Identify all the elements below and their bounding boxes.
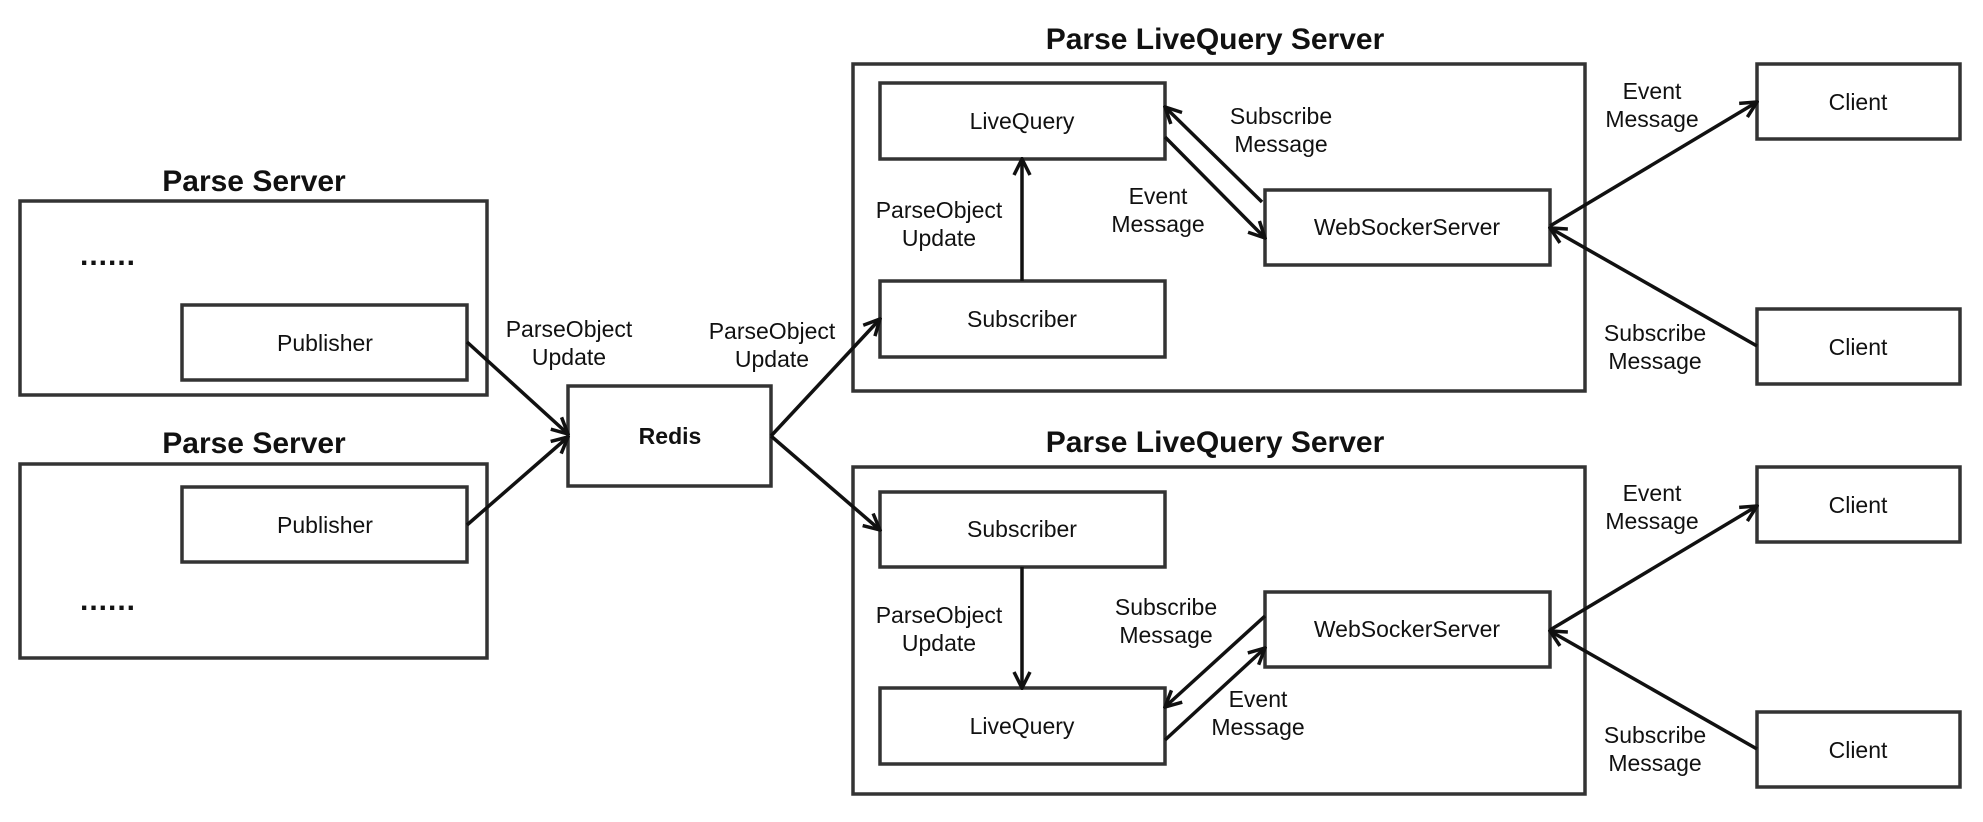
svg-text:Message: Message bbox=[1119, 622, 1212, 648]
websocket-server-1-label: WebSockerServer bbox=[1314, 214, 1501, 240]
parse-server-2: Parse Server Publisher ...... bbox=[18, 427, 489, 660]
parse-server-1-title: Parse Server bbox=[162, 165, 346, 198]
subscriber-2-label: Subscriber bbox=[967, 516, 1077, 542]
parse-server-1-frame bbox=[18, 199, 489, 397]
label-s1-client1-event: Event Message bbox=[1605, 78, 1698, 132]
livequery-server-2-frame bbox=[851, 465, 1587, 796]
publisher-2: Publisher bbox=[180, 485, 469, 564]
svg-text:Subscribe: Subscribe bbox=[1115, 594, 1217, 620]
arrow-client-2-to-websocket-1 bbox=[1550, 228, 1758, 348]
label-s1-event-message: Event Message bbox=[1111, 183, 1204, 237]
parse-server-1: Parse Server ...... Publisher bbox=[18, 165, 489, 397]
svg-text:ParseObject: ParseObject bbox=[876, 197, 1003, 223]
label-s2-client3-event: Event Message bbox=[1605, 480, 1698, 534]
livequery-server-1-frame bbox=[851, 62, 1587, 393]
livequery-1: LiveQuery bbox=[878, 81, 1167, 161]
client-1: Client bbox=[1755, 62, 1962, 141]
label-publisher-to-redis: ParseObject Update bbox=[506, 316, 633, 370]
svg-text:ParseObject: ParseObject bbox=[876, 602, 1003, 628]
client-1-label: Client bbox=[1829, 89, 1888, 115]
svg-text:Subscribe: Subscribe bbox=[1604, 722, 1706, 748]
client-2-box bbox=[1755, 307, 1962, 386]
arrow-publisher-1-to-redis bbox=[465, 340, 568, 434]
arrow-livequery-2-to-websocket-2 bbox=[1163, 648, 1265, 742]
label-s1-client2-subscribe: Subscribe Message bbox=[1604, 320, 1706, 374]
client-2-label: Client bbox=[1829, 334, 1888, 360]
livequery-2-label: LiveQuery bbox=[970, 713, 1075, 739]
svg-text:ParseObject: ParseObject bbox=[709, 318, 836, 344]
client-4-box bbox=[1755, 710, 1962, 789]
livequery-server-2-title: Parse LiveQuery Server bbox=[1046, 426, 1385, 459]
livequery-server-1-title: Parse LiveQuery Server bbox=[1046, 23, 1385, 56]
svg-text:Update: Update bbox=[902, 225, 976, 251]
websocket-server-2-label: WebSockerServer bbox=[1314, 616, 1501, 642]
svg-text:Event: Event bbox=[1623, 78, 1682, 104]
publisher-2-label: Publisher bbox=[277, 512, 373, 538]
label-s2-event-message: Event Message bbox=[1211, 686, 1304, 740]
svg-text:Update: Update bbox=[735, 346, 809, 372]
svg-text:Update: Update bbox=[532, 344, 606, 370]
arrow-redis-to-subscriber-1 bbox=[769, 319, 880, 438]
svg-text:Message: Message bbox=[1211, 714, 1304, 740]
parse-server-2-frame bbox=[18, 462, 489, 660]
websocket-server-1: WebSockerServer bbox=[1263, 188, 1552, 267]
label-s1-subscriber-to-livequery: ParseObject Update bbox=[876, 197, 1003, 251]
label-s1-subscribe-message: Subscribe Message bbox=[1230, 103, 1332, 157]
svg-text:ParseObject: ParseObject bbox=[506, 316, 633, 342]
client-3: Client bbox=[1755, 465, 1962, 544]
websocket-server-2: WebSockerServer bbox=[1263, 590, 1552, 669]
livequery-2: LiveQuery bbox=[878, 686, 1167, 766]
redis: Redis bbox=[566, 384, 773, 488]
svg-text:Message: Message bbox=[1234, 131, 1327, 157]
label-s2-subscribe-message: Subscribe Message bbox=[1115, 594, 1217, 648]
svg-text:Subscribe: Subscribe bbox=[1230, 103, 1332, 129]
arrow-client-4-to-websocket-2 bbox=[1550, 631, 1758, 751]
svg-text:Event: Event bbox=[1129, 183, 1188, 209]
label-s2-subscriber-to-livequery: ParseObject Update bbox=[876, 602, 1003, 656]
arrow-redis-to-subscriber-2 bbox=[769, 434, 880, 530]
svg-text:Message: Message bbox=[1605, 106, 1698, 132]
parse-server-2-ellipsis: ...... bbox=[80, 584, 136, 617]
parse-server-2-title: Parse Server bbox=[162, 427, 346, 460]
publisher-1: Publisher bbox=[180, 303, 469, 382]
svg-text:Message: Message bbox=[1608, 348, 1701, 374]
svg-text:Update: Update bbox=[902, 630, 976, 656]
client-4-label: Client bbox=[1829, 737, 1888, 763]
arrow-publisher-2-to-redis bbox=[465, 437, 568, 527]
arrow-websocket-1-to-client-1 bbox=[1549, 102, 1757, 228]
redis-label: Redis bbox=[639, 423, 702, 449]
svg-text:Event: Event bbox=[1229, 686, 1288, 712]
livequery-server-2: Parse LiveQuery Server Subscriber LiveQu… bbox=[851, 426, 1587, 796]
arrow-websocket-2-to-client-3 bbox=[1549, 506, 1757, 632]
svg-text:Subscribe: Subscribe bbox=[1604, 320, 1706, 346]
parse-server-1-ellipsis: ...... bbox=[80, 239, 136, 272]
client-4: Client bbox=[1755, 710, 1962, 789]
svg-text:Message: Message bbox=[1608, 750, 1701, 776]
arrow-livequery-1-to-websocket-1 bbox=[1163, 135, 1265, 238]
arrow-websocket-1-to-livequery-1 bbox=[1165, 107, 1264, 204]
svg-text:Event: Event bbox=[1623, 480, 1682, 506]
label-redis-to-subscriber: ParseObject Update bbox=[709, 318, 836, 372]
client-2: Client bbox=[1755, 307, 1962, 386]
subscriber-1: Subscriber bbox=[878, 279, 1167, 359]
subscriber-2: Subscriber bbox=[878, 490, 1167, 569]
subscriber-1-label: Subscriber bbox=[967, 306, 1077, 332]
svg-text:Message: Message bbox=[1111, 211, 1204, 237]
livequery-1-label: LiveQuery bbox=[970, 108, 1075, 134]
label-s2-client4-subscribe: Subscribe Message bbox=[1604, 722, 1706, 776]
publisher-1-label: Publisher bbox=[277, 330, 373, 356]
client-3-label: Client bbox=[1829, 492, 1888, 518]
svg-text:Message: Message bbox=[1605, 508, 1698, 534]
arrow-websocket-2-to-livequery-2 bbox=[1165, 614, 1267, 707]
